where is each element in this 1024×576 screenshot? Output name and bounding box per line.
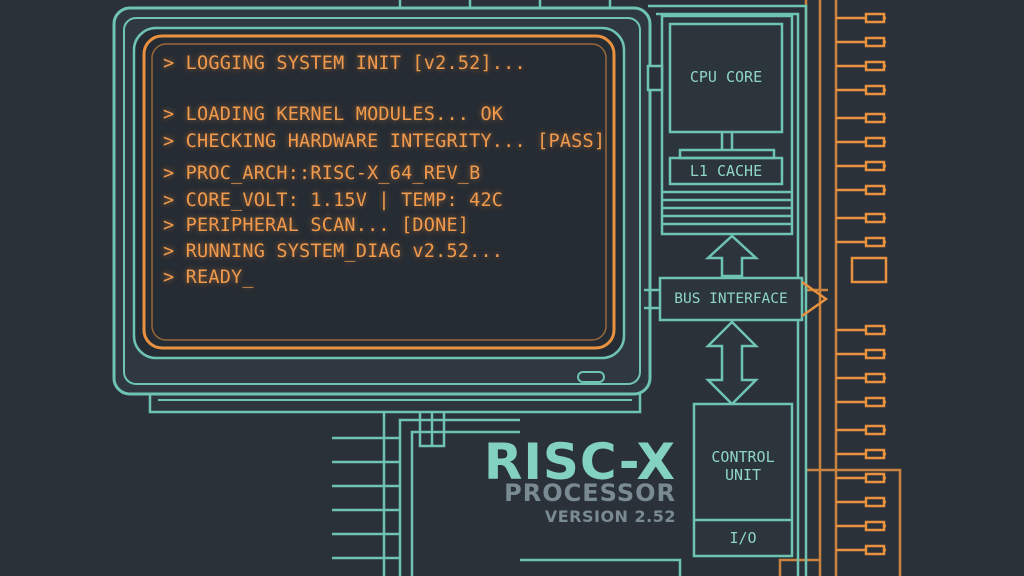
processor-title: RISC-X (483, 433, 676, 491)
l1-cache-label: L1 CACHE (689, 162, 763, 180)
bus-interface-label: BUS INTERFACE (674, 291, 788, 307)
terminal-line-1: > LOGGING SYSTEM INIT [v2.52]... (163, 53, 526, 74)
right-pin-row (836, 12, 888, 556)
control-unit-block (692, 402, 794, 558)
terminal-line-7: > RUNNING SYSTEM_DIAG v2.52... (163, 241, 504, 262)
terminal-line-3: > CHECKING HARDWARE INTEGRITY... [PASS] (163, 131, 606, 152)
io-label: I/O (729, 529, 757, 547)
terminal-line-2: > LOADING KERNEL MODULES... OK (163, 104, 504, 125)
cpu-core-label: CPU CORE (689, 68, 763, 86)
terminal-line-4: > PROC_ARCH::RISC-X_64_REV_B (163, 163, 481, 184)
processor-chip-outline (382, 4, 808, 576)
terminal-line-5: > CORE_VOLT: 1.15V | TEMP: 42C (163, 190, 504, 211)
terminal-line-8: > READY_ (163, 267, 254, 288)
processor-subtitle: PROCESSOR (504, 479, 676, 507)
bus-control-arrow (704, 320, 760, 406)
bus-interface-block (644, 276, 829, 322)
terminal-line-6: > PERIPHERAL SCAN... [DONE] (163, 215, 470, 236)
control-unit-label: CONTROL UNIT (711, 448, 775, 484)
processor-version: VERSION 2.52 (544, 507, 676, 526)
monitor-cable (418, 412, 446, 448)
left-pin-row (332, 436, 400, 560)
cpu-bus-arrow (704, 234, 760, 278)
crt-monitor (112, 6, 652, 414)
cpu-core-block (646, 14, 794, 236)
top-pins (398, 0, 612, 10)
